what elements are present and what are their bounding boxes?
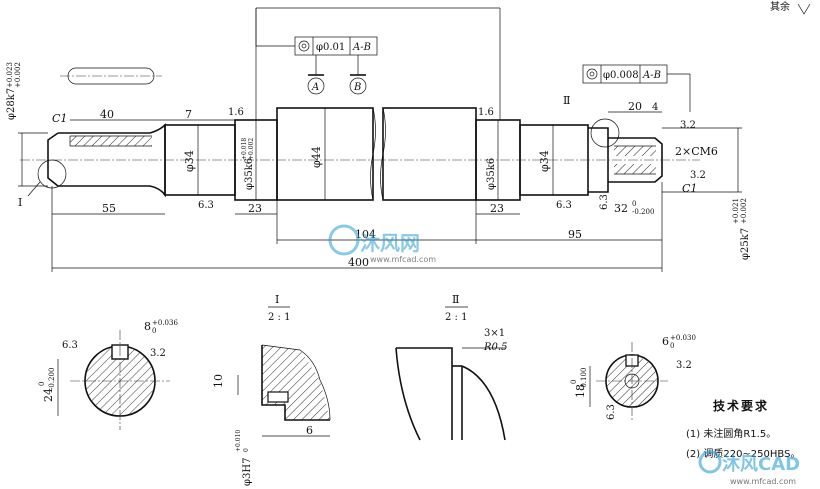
keyway-a-depth: 24 (42, 388, 55, 402)
section-keyway-right: 6 +0.030 0 3.2 6.3 18 0 -0.100 (570, 334, 696, 420)
technical-notes: 技术要求 (1) 未注圆角R1.5。 (2) 调质220~250HBS。 (686, 398, 800, 460)
dim-32-tol-up: 0 (632, 200, 636, 208)
dim-23-left: 23 (248, 202, 262, 215)
notes-item-1: (1) 未注圆角R1.5。 (686, 427, 776, 440)
keyway-b-depth-tol-dn: -0.100 (580, 368, 588, 390)
dim-55: 55 (102, 202, 116, 215)
detail-1-hole-tol-dn: 0 (243, 448, 250, 452)
dim-phi34-right: φ34 (538, 150, 551, 172)
chamfer-right: C1 (682, 182, 697, 195)
dim-right-journal-tol-dn: +0.002 (740, 198, 748, 224)
notes-item-2: (2) 调质220~250HBS。 (686, 448, 800, 460)
dim-20: 20 (628, 100, 642, 113)
detail-2-scale: 2 : 1 (445, 312, 467, 323)
dim-total: 400 (348, 256, 369, 269)
chamfer-left: C1 (52, 112, 67, 125)
dim-phi35-left: φ35k6 (244, 158, 255, 190)
datum-b-label: B (353, 82, 361, 93)
keyway-a-ra-b: 3.2 (150, 348, 166, 359)
dim-phi44: φ44 (310, 146, 323, 168)
keyway-b-tol-up: +0.030 (670, 334, 696, 342)
detail-1-scale: 2 : 1 (268, 312, 290, 323)
detail-1-hole: φ3H7 (242, 458, 253, 486)
roman-1-callout: I (18, 196, 22, 209)
ra-1-6-left: 1.6 (228, 107, 244, 118)
keyway-b-depth-tol-up: 0 (570, 380, 578, 384)
dim-left-journal-tol-up: +0.023 (6, 62, 14, 88)
notes-title: 技术要求 (713, 398, 769, 413)
dim-phi34-left: φ34 (183, 150, 196, 172)
ra-3-2-a: 3.2 (680, 120, 696, 131)
tol-frame-1-datum: A-B (352, 42, 371, 53)
detail-1-dim-6: 6 (306, 424, 313, 437)
thread-spec: 2×CM6 (675, 145, 718, 158)
keyway-a-ra-a: 6.3 (62, 340, 78, 351)
dim-left-journal-tol-dn: +0.002 (14, 62, 22, 88)
tol-frame-2-value: φ0.008 (603, 70, 639, 81)
corner-roughness-label: 其余 (770, 0, 790, 13)
dim-phi35-tol-up: +0.018 (241, 138, 248, 160)
keyway-a-width: 8 (144, 320, 151, 333)
dim-right-journal: φ25k7 (740, 228, 751, 260)
dim-phi35-right: φ35k6 (486, 158, 497, 190)
keyway-b-ra-b: 3.2 (676, 360, 692, 371)
dim-4: 4 (652, 102, 658, 113)
main-shaft (20, 107, 700, 201)
keyway-b-tol-dn: 0 (670, 342, 674, 350)
ra-3-2-b: 3.2 (690, 170, 706, 181)
dim-left-journal: φ28k7 (6, 88, 17, 120)
detail-2: Ⅱ 2 : 1 3×1 R0.5 (395, 293, 507, 441)
watermark-brand-bottom: 沐风CAD (722, 453, 800, 475)
keyway-a-depth-tol-up: 0 (38, 382, 46, 386)
tolerance-frame-2: φ0.008 A-B (582, 64, 691, 112)
dim-23-right: 23 (490, 202, 504, 215)
dim-104: 104 (355, 228, 376, 241)
ra-6-3-a: 6.3 (198, 200, 214, 211)
roman-2-callout: Ⅱ (563, 94, 570, 107)
dim-7: 7 (185, 108, 192, 121)
watermark-url-bottom: www.mfcad.com (730, 477, 796, 486)
tol-frame-2-datum: A-B (642, 70, 661, 81)
detail-2-radius: R0.5 (483, 342, 507, 353)
watermark-center: 沐风网 www.mfcad.com (328, 224, 436, 264)
ra-6-3-b: 6.3 (556, 200, 572, 211)
keyway-a-tol-dn: 0 (152, 327, 156, 335)
detail-1-hole-tol-up: +0.010 (235, 430, 242, 452)
dim-key-length: 40 (100, 108, 114, 121)
keyway-b-depth: 18 (574, 384, 587, 398)
dim-32: 32 (614, 202, 628, 215)
roughness-symbol (797, 3, 811, 15)
tolerance-frame-1: φ0.01 A-B A B (255, 7, 501, 120)
keyway-a-depth-tol-dn: -0.200 (48, 368, 56, 390)
ra-6-3-c: 6.3 (599, 194, 610, 210)
dim-95: 95 (568, 228, 582, 241)
dim-32-tol-dn: -0.200 (632, 208, 654, 216)
keyway-b-width: 6 (662, 335, 669, 348)
watermark-bottom: 沐风CAD www.mfcad.com (698, 450, 800, 486)
datum-a-label: A (311, 82, 319, 93)
detail-2-title: Ⅱ (452, 293, 459, 306)
detail-1: I 2 : 1 10 6 φ3H7 +0.010 0 (212, 293, 331, 486)
keyway-a-tol-up: +0.036 (152, 319, 178, 327)
watermark-url: www.mfcad.com (370, 255, 436, 264)
watermark-brand: 沐风网 (360, 231, 420, 255)
section-keyway-left: 8 +0.036 0 6.3 3.2 24 0 -0.200 (38, 319, 178, 430)
ra-1-6-right: 1.6 (478, 107, 494, 118)
dim-phi35-tol-dn: +0.002 (248, 138, 255, 160)
dim-right-journal-tol-up: +0.021 (732, 198, 740, 224)
shaft-dimensions: φ28k7 +0.023 +0.002 C1 40 7 1.6 1.6 φ34 … (6, 62, 751, 272)
keyway-b-ra-a: 6.3 (606, 404, 617, 420)
detail-2-groove: 3×1 (484, 328, 505, 339)
detail-1-dim-10: 10 (212, 374, 225, 388)
tol-frame-1-value: φ0.01 (316, 42, 345, 53)
detail-1-title: I (275, 293, 279, 306)
